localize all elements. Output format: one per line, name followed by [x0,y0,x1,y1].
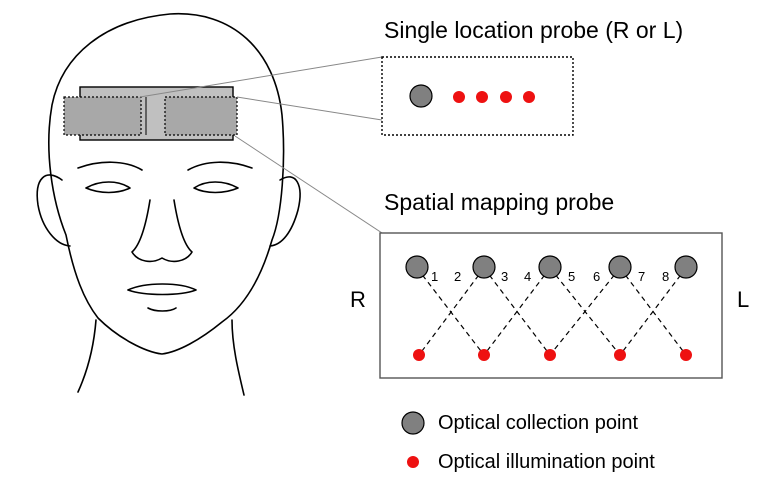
channel-line-6 [549,267,621,356]
chin-crease [147,307,177,312]
channel-number-8: 8 [662,269,670,284]
single-illumination-point [500,91,512,103]
channel-number-4: 4 [524,269,532,284]
single-illumination-point [453,91,465,103]
single-probe-box [381,56,574,136]
forehead-probe [63,86,238,141]
channel-line-2 [418,267,485,356]
mapping-side-label-right: L [737,287,750,312]
mapping-illumination-point [544,349,556,361]
right-brow [187,161,253,171]
right-neck [231,319,245,396]
channel-number-1: 1 [431,269,439,284]
mapping-illumination-point [478,349,490,361]
single-illumination-point [476,91,488,103]
channel-number-3: 3 [501,269,509,284]
mapping-illumination-point [680,349,692,361]
left-brow [77,161,143,171]
callout-single-bottom [236,96,383,121]
channel-number-2: 2 [454,269,462,284]
legend-collection-label: Optical collection point [438,412,639,434]
mapping-probe-title: Spatial mapping probe [384,189,615,215]
nose [131,199,193,263]
mapping-probe-box [379,232,723,379]
left-eye [85,181,131,194]
callout-single-top [139,56,383,98]
single-collection-point [409,84,433,108]
head-illustration [36,13,301,396]
left-ear [36,174,71,247]
channel-lines [416,267,687,356]
single-illumination-point [523,91,535,103]
legend-collection-marker [401,411,425,435]
right-eye [193,181,239,194]
mapping-collection-point [472,255,496,279]
mapping-collection-point [608,255,632,279]
channel-line-8 [619,267,687,356]
legend-illumination-marker [407,456,419,468]
mouth [127,283,197,296]
legend-illumination-label: Optical illumination point [438,451,655,473]
channel-line-1 [416,267,485,356]
legend-markers [401,411,425,468]
probe-pad-left [164,96,238,136]
channel-number-7: 7 [638,269,646,284]
callout-mapping [234,135,383,234]
left-neck [77,319,97,393]
mapping-collection-point [674,255,698,279]
mapping-illumination-point [614,349,626,361]
mapping-side-label-left: R [350,287,366,312]
callout-lines [139,56,383,234]
channel-number-5: 5 [568,269,576,284]
mapping-collection-point [405,255,429,279]
head-outline [48,13,285,355]
single-probe-title: Single location probe (R or L) [384,17,684,43]
channel-line-4 [483,267,551,356]
mapping-collection-point [538,255,562,279]
channel-number-6: 6 [593,269,601,284]
right-ear [269,176,301,247]
probe-pad-right [63,96,142,136]
mapping-illumination-point [413,349,425,361]
